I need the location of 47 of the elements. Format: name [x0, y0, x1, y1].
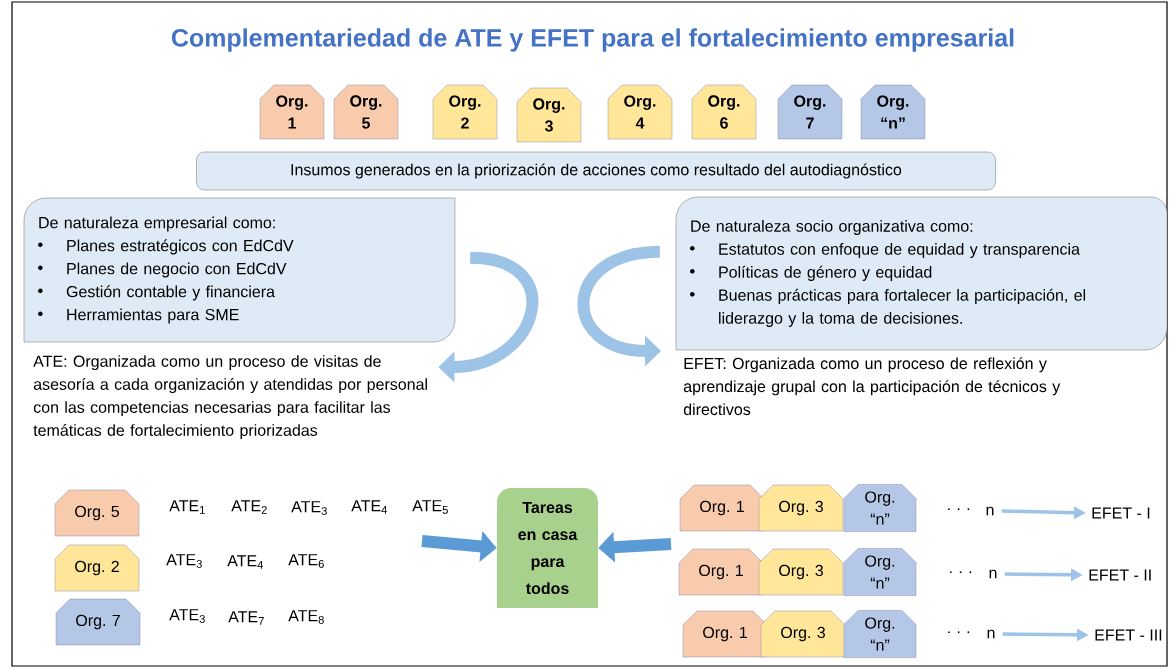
organization-tag: Org. “n”	[843, 610, 917, 658]
organization-tag: Org. 1	[678, 548, 764, 596]
title: Complementariedad de ATE y EFET para el fortalecimiento empresarial	[171, 28, 1014, 52]
group-label: EFET - II	[1089, 569, 1151, 581]
activity-label: ATE$_{6}$	[288, 554, 324, 568]
count-label: n	[986, 506, 994, 516]
input-box: Insumos generados en la priorización de acciones como resultado del autodiagnóstico	[196, 151, 996, 191]
activity-label: ATE$_{3}$	[169, 609, 205, 623]
callout-box: De naturaleza socio organizativa como: Estatutos con enfoque de equidad y transparencia Políticas de género y equidad Buenas prácticas para fortalecer la participación, el liderazgo y la toma de decisiones.	[675, 196, 1168, 351]
organization-tag: Org. 5	[54, 489, 140, 537]
activity-label: ATE$_{3}$	[291, 501, 327, 515]
organization-tag: Org. 3	[758, 484, 844, 532]
count-label: n	[989, 569, 997, 579]
organization-tag: Org. 3	[516, 87, 582, 143]
ellipsis-dots: · · ·	[950, 571, 972, 574]
activity-label: ATE$_{1}$	[169, 500, 205, 514]
group-label: EFET - I	[1092, 507, 1150, 519]
organization-tag: Org. “n”	[843, 548, 917, 596]
organization-tag: Org. 1	[682, 610, 768, 658]
count-label: n	[987, 629, 995, 639]
organization-tag: Org. 2	[54, 544, 140, 592]
description-text: ATE: Organizada como un proceso de visitas de asesoría a cada organización y atendidas por personal con las competencias necesarias para facilitar las temáticas de fortalecimiento priorizadas	[33, 355, 427, 440]
activity-label: ATE$_{3}$	[166, 554, 202, 568]
callout-box: De naturaleza empresarial como: Planes estratégicos con EdCdV Planes de negocio con EdCdV Gestión contable y financiera Herramientas para SME	[23, 197, 456, 343]
group-label: EFET - III	[1095, 629, 1162, 641]
activity-label: ATE$_{5}$	[412, 500, 448, 514]
description-text: EFET: Organizada como un proceso de reflexión y aprendizaje grupal con la participación de técnicos y directivos	[683, 357, 1061, 416]
organization-tag: Org. 5	[333, 84, 399, 140]
ellipsis-dots: · · ·	[948, 508, 970, 511]
organization-tag: Org. 6	[691, 84, 757, 140]
organization-tag: Org. 7	[777, 84, 843, 140]
organization-tag: Org. 1	[259, 84, 325, 140]
activity-label: ATE$_{8}$	[288, 610, 324, 624]
ellipsis-dots: · · ·	[948, 631, 970, 634]
organization-tag: Org. “n”	[843, 484, 917, 532]
activity-label: ATE$_{4}$	[227, 555, 264, 569]
organization-tag: Org. 1	[679, 484, 765, 532]
organization-tag: Org. 3	[760, 610, 846, 658]
organization-tag: Org. 2	[432, 84, 498, 140]
activity-label: ATE$_{4}$	[351, 500, 388, 514]
activity-label: ATE$_{2}$	[231, 500, 267, 514]
organization-tag: Org. 7	[55, 598, 141, 646]
organization-tag: Org. “n”	[860, 84, 926, 140]
activity-label: ATE$_{7}$	[228, 611, 264, 625]
organization-tag: Org. 4	[607, 84, 673, 140]
organization-tag: Org. 3	[758, 548, 844, 596]
task-box: Tareas en casa para todos	[497, 488, 598, 608]
